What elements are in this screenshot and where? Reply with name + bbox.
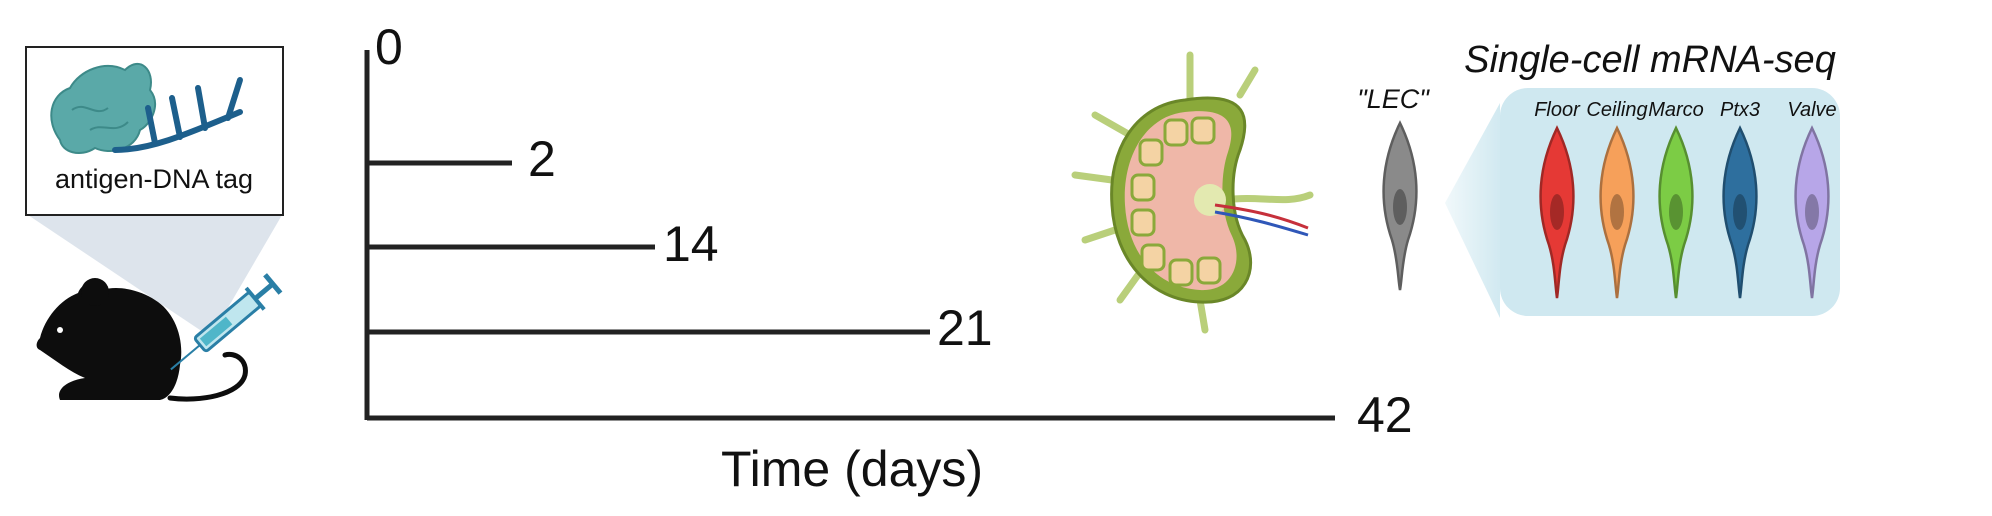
subtype-nucleus-ptx3 (1733, 194, 1747, 230)
subtype-nucleus-marco (1669, 194, 1683, 230)
subtype-label-marco: Marco (1648, 99, 1704, 121)
day-label-14: 14 (663, 216, 719, 272)
timeline: 0 2 14 21 42 Time (days) (364, 19, 1413, 497)
subtype-label-floor: Floor (1534, 99, 1581, 121)
subtype-nucleus-floor (1550, 194, 1564, 230)
day-label-42: 42 (1357, 387, 1413, 443)
lymph-node-icon (1071, 51, 1314, 334)
protein-texture (71, 105, 129, 131)
protein-icon (50, 62, 156, 155)
zoom-beam-cells (1445, 103, 1500, 318)
single-cell-title: Single-cell mRNA-seq (1464, 39, 1836, 81)
subtype-label-ceiling: Ceiling (1586, 99, 1647, 121)
antigen-dna-tag-panel: antigen-DNA tag (25, 46, 284, 330)
mouse-icon (36, 278, 248, 402)
day-label-0: 0 (375, 19, 403, 75)
subtype-nucleus-ceiling (1610, 194, 1624, 230)
lec-label: "LEC" (1357, 84, 1430, 114)
syringe-icon (170, 273, 283, 371)
subtype-label-valve: Valve (1787, 99, 1836, 121)
day-label-21: 21 (937, 300, 993, 356)
subtype-label-ptx3: Ptx3 (1720, 99, 1760, 121)
antigen-box-label: antigen-DNA tag (55, 164, 253, 194)
timeline-axis-label: Time (days) (721, 441, 983, 497)
day-label-2: 2 (528, 131, 556, 187)
zoom-beam (28, 215, 282, 330)
subtype-nucleus-valve (1805, 194, 1819, 230)
dna-tag-icon (112, 77, 243, 153)
